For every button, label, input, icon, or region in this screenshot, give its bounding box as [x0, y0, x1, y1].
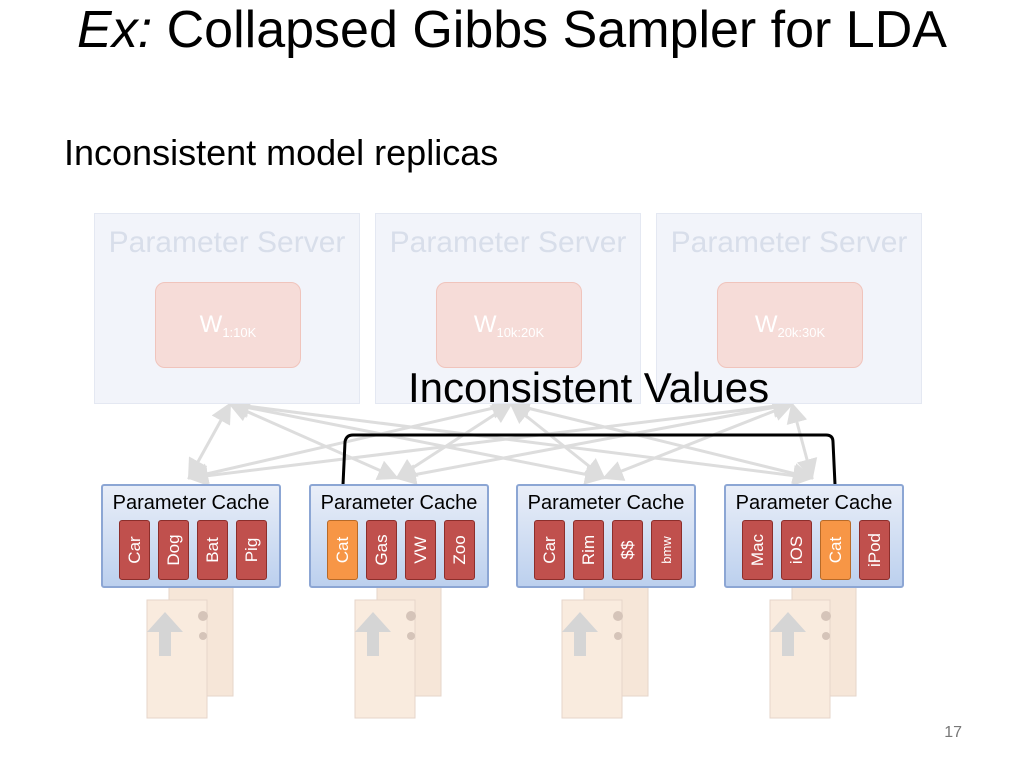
- parameter-cache-2: Parameter Cache Car Rim $$ bmw: [516, 484, 696, 588]
- parameter-server-1: Parameter Server W10k:20K: [375, 213, 641, 404]
- token-text: $$: [617, 540, 637, 560]
- cache-label: Parameter Cache: [527, 492, 685, 514]
- token-text: Car: [124, 536, 144, 564]
- title-italic: Ex:: [77, 1, 153, 59]
- server-rack-icon: [354, 585, 442, 719]
- token-text: iPod: [864, 532, 884, 568]
- token-text: Zoo: [449, 535, 469, 565]
- worker-machines: [146, 585, 857, 719]
- connection-lines: [186, 395, 818, 487]
- word-token: Car: [534, 520, 565, 580]
- weight-symbol: W: [473, 311, 497, 338]
- slide-subtitle: Inconsistent model replicas: [64, 132, 499, 173]
- cache-label: Parameter Cache: [320, 492, 478, 514]
- word-token: Zoo: [444, 520, 475, 580]
- parameter-server-0: Parameter Server W1:10K: [94, 213, 360, 404]
- slide-number: 17: [944, 724, 962, 741]
- word-token: Dog: [158, 520, 189, 580]
- token-text: Cat: [332, 536, 352, 564]
- weight-range: 1:10K: [222, 325, 257, 340]
- word-token: Gas: [366, 520, 397, 580]
- word-token: Mac: [742, 520, 773, 580]
- word-token: Rim: [573, 520, 604, 580]
- parameter-cache-1: Parameter Cache Cat Gas VW Zoo: [309, 484, 489, 588]
- token-text: Car: [539, 536, 559, 564]
- token-text: iOS: [786, 535, 806, 565]
- server-rack-icon: [146, 585, 234, 719]
- parameter-cache-0: Parameter Cache Car Dog Bat Pig: [101, 484, 281, 588]
- token-text: Mac: [747, 533, 767, 567]
- word-token: bmw: [651, 520, 682, 580]
- parameter-server-2: Parameter Server W20k:30K: [656, 213, 922, 404]
- server-rack-icon: [561, 585, 649, 719]
- title-text: Collapsed Gibbs Sampler for LDA: [166, 1, 947, 59]
- cache-label: Parameter Cache: [735, 492, 893, 514]
- server-rack-icon: [769, 585, 857, 719]
- word-token: Bat: [197, 520, 228, 580]
- inconsistency-bracket: [332, 433, 845, 523]
- word-token: iPod: [859, 520, 890, 580]
- weight-symbol: W: [199, 311, 223, 338]
- word-token: Car: [119, 520, 150, 580]
- token-text: Dog: [163, 534, 183, 566]
- weight-range: 20k:30K: [777, 325, 826, 340]
- server-label: Parameter Server: [108, 226, 346, 259]
- token-text: bmw: [658, 536, 674, 564]
- weight-shard: W10k:20K: [436, 282, 582, 368]
- slide-title: Ex: Collapsed Gibbs Sampler for LDA: [0, 0, 1024, 60]
- token-text: Bat: [202, 537, 222, 563]
- token-text: Rim: [578, 534, 598, 566]
- server-label: Parameter Server: [670, 226, 908, 259]
- token-text: Cat: [825, 536, 845, 564]
- server-label: Parameter Server: [389, 226, 627, 259]
- inconsistent-values-label: Inconsistent Values: [408, 364, 770, 411]
- token-text: Pig: [241, 537, 261, 563]
- word-token: Pig: [236, 520, 267, 580]
- token-text: Gas: [371, 534, 391, 566]
- token-text: VW: [410, 536, 430, 564]
- word-token-highlighted: Cat: [820, 520, 851, 580]
- word-token: $$: [612, 520, 643, 580]
- parameter-cache-3: Parameter Cache Mac iOS Cat iPod: [724, 484, 904, 588]
- word-token: iOS: [781, 520, 812, 580]
- weight-symbol: W: [754, 311, 778, 338]
- weight-shard: W20k:30K: [717, 282, 863, 368]
- weight-shard: W1:10K: [155, 282, 301, 368]
- cache-label: Parameter Cache: [112, 492, 270, 514]
- word-token-highlighted: Cat: [327, 520, 358, 580]
- word-token: VW: [405, 520, 436, 580]
- weight-range: 10k:20K: [496, 325, 545, 340]
